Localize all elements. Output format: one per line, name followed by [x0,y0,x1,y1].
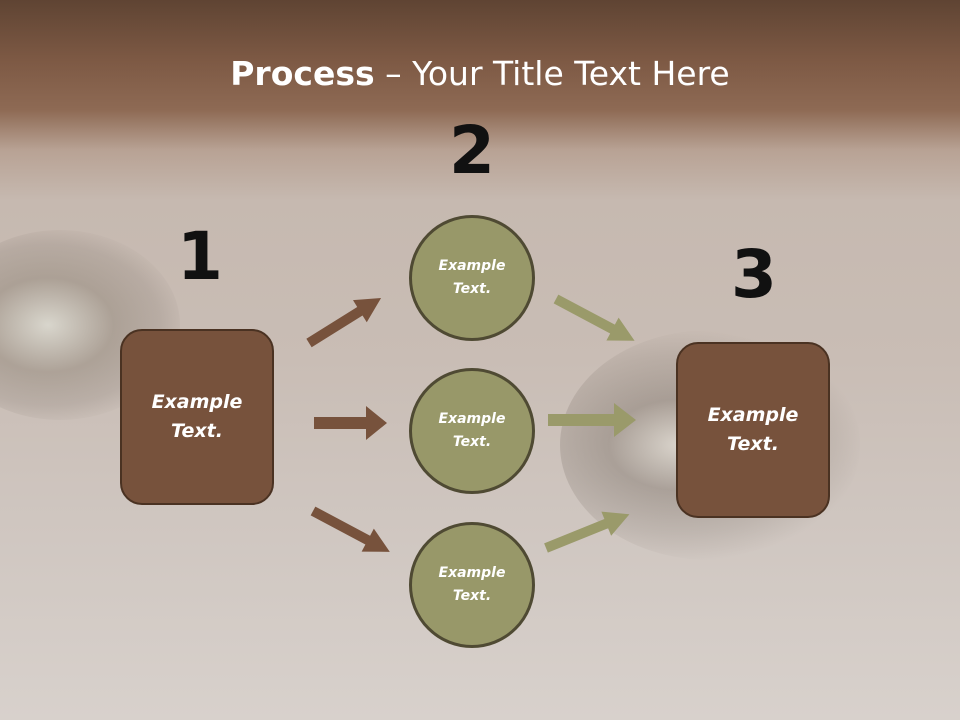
arrow-top-to-right [553,294,635,341]
circle-top: Example Text. [409,215,535,341]
slide-title: Process – Your Title Text Here [0,52,960,96]
right-box-label: Example Text. [707,404,799,455]
circle-middle-label: Example Text. [438,411,506,450]
arrow-middle-to-right [548,403,636,437]
left-box-label: Example Text. [151,391,243,442]
step-number-2: 2 [449,112,495,189]
title-bold: Process [230,54,375,93]
arrow-left-to-middle [314,406,387,440]
circle-top-label: Example Text. [438,258,506,297]
step-number-3: 3 [731,236,777,313]
circle-middle: Example Text. [409,368,535,494]
arrow-bottom-to-right [544,511,630,553]
arrow-left-to-bottom [310,506,390,552]
circle-bottom: Example Text. [409,522,535,648]
step-number-1: 1 [177,218,223,295]
right-box: Example Text. [676,342,830,518]
circle-bottom-label: Example Text. [438,565,506,604]
left-box: Example Text. [120,329,274,505]
title-rest: – Your Title Text Here [374,54,730,93]
arrow-left-to-top [306,297,382,348]
